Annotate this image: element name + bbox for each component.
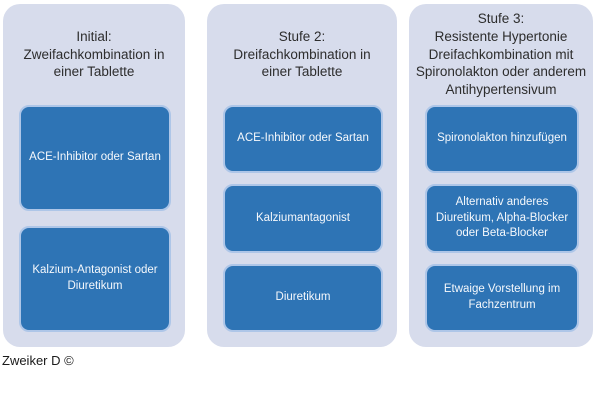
credit-text: Zweiker D © — [2, 353, 74, 368]
treatment-box: Spironolakton hinzufügen — [425, 105, 579, 174]
box-stack: ACE-Inhibitor oder Sartan Kalzium-Antago… — [19, 105, 171, 332]
column-stufe-2: Stufe 2: Dreifachkombination in einer Ta… — [207, 4, 397, 347]
treatment-box: Etwaige Vorstellung im Fachzentrum — [425, 263, 579, 332]
box-stack: ACE-Inhibitor oder Sartan Kalziumantagon… — [223, 105, 383, 332]
treatment-box: ACE-Inhibitor oder Sartan — [223, 105, 383, 174]
treatment-box: Alternativ anderes Diuretikum, Alpha-Blo… — [425, 184, 579, 253]
treatment-box: Kalziumantagonist — [223, 184, 383, 253]
box-stack: Spironolakton hinzufügen Alternativ ande… — [425, 105, 579, 332]
column-stufe-3: Stufe 3: Resistente Hypertonie Dreifachk… — [409, 4, 593, 347]
treatment-box: ACE-Inhibitor oder Sartan — [19, 105, 171, 211]
treatment-box: Kalzium-Antagonist oder Diuretikum — [19, 226, 171, 332]
column-title: Initial: Zweifachkombination in einer Ta… — [23, 28, 165, 80]
column-title: Stufe 3: Resistente Hypertonie Dreifachk… — [415, 10, 587, 98]
column-title: Stufe 2: Dreifachkombination in einer Ta… — [233, 28, 371, 80]
column-initial: Initial: Zweifachkombination in einer Ta… — [3, 4, 185, 347]
treatment-box: Diuretikum — [223, 263, 383, 332]
